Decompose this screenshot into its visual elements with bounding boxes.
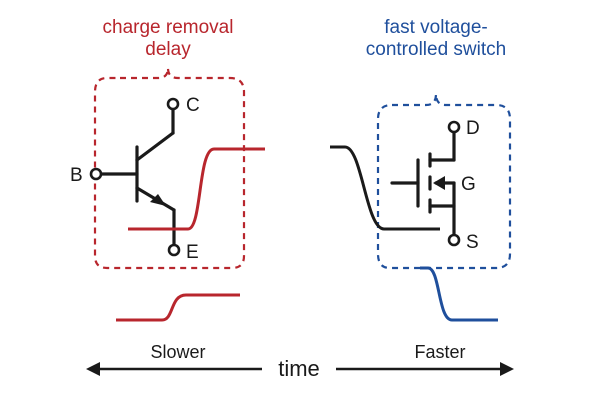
bjt-collector-label: C [186, 95, 200, 116]
bjt-collector-terminal [166, 97, 180, 111]
bjt-group: charge removal delay [70, 17, 265, 322]
mos-drain-terminal [447, 120, 461, 134]
time-axis: Slower Faster time [86, 342, 514, 381]
bjt-emitter-label: E [186, 242, 199, 263]
mosfet-group: fast voltage- controlled switch [330, 17, 512, 322]
bjt-collector-diag [135, 131, 175, 162]
mos-source-label: S [466, 232, 479, 253]
bjt-emitter-terminal [167, 243, 181, 257]
mosfet-fast-edge-waveform [420, 266, 498, 322]
mos-gate-label: G [461, 174, 476, 195]
slower-label: Slower [150, 342, 205, 362]
mosfet-caption-line2: controlled switch [366, 39, 506, 60]
time-label: time [278, 356, 320, 381]
right-arrow-icon [500, 362, 514, 376]
mosfet-symbol [390, 131, 456, 236]
bjt-caption-line2: delay [145, 39, 191, 60]
bjt-base-label: B [70, 165, 83, 186]
faster-label: Faster [414, 342, 465, 362]
mos-source-terminal [447, 233, 461, 247]
mos-body-arrow-icon [433, 176, 445, 190]
mos-drain-label: D [466, 118, 480, 139]
left-arrow-icon [86, 362, 100, 376]
mosfet-caption-line1: fast voltage- [384, 17, 488, 38]
bjt-base-terminal [89, 167, 103, 181]
bjt-emitter-arrow-icon [150, 194, 166, 206]
bjt-slow-edge-waveform [116, 293, 240, 322]
bjt-symbol [99, 108, 176, 246]
bjt-caption-line1: charge removal [103, 17, 234, 38]
bjt-dashed-box [93, 67, 246, 270]
mosfet-switching-waveform [330, 145, 440, 231]
bjt-switching-waveform [128, 147, 265, 231]
